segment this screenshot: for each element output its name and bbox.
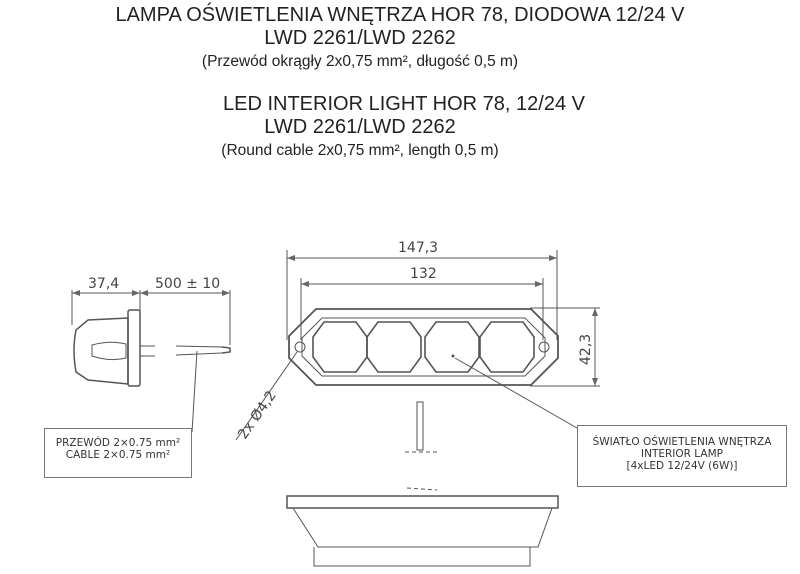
dim-holes: 2x Ø4,2 [235, 388, 280, 442]
led-segment [479, 321, 535, 373]
lamp-label-box: ŚWIATŁO OŚWIETLENIA WNĘTRZA INTERIOR LAM… [577, 425, 787, 487]
led-segment [366, 321, 422, 373]
cable-label-pl: PRZEWÓD 2×0.75 mm² [55, 437, 181, 449]
cable-label-box: PRZEWÓD 2×0.75 mm² CABLE 2×0.75 mm² [44, 428, 192, 478]
title-pl-line2: LWD 2261/LWD 2262 [264, 27, 456, 49]
bottom-view [286, 487, 559, 567]
title-en-line1: LED INTERIOR LIGHT HOR 78, 12/24 V [223, 93, 585, 115]
dim-hole-spacing: 132 [410, 266, 437, 282]
connector-pin [405, 401, 437, 453]
front-view: 147,3 132 42,3 2x Ø4,2 [235, 240, 600, 442]
title-pl-line1: LAMPA OŚWIETLENIA WNĘTRZA HOR 78, DIODOW… [115, 4, 685, 26]
lamp-label-en: INTERIOR LAMP [641, 448, 723, 460]
dim-cable-length: 500 ± 10 [155, 276, 220, 292]
dim-overall-width: 147,3 [398, 240, 438, 256]
cable-label-en: CABLE 2×0.75 mm² [65, 449, 171, 461]
lamp-label-spec: [4xLED 12/24V (6W)] [626, 460, 738, 472]
side-view: 37,4 500 ± 10 [71, 276, 231, 433]
lamp-label-pl: ŚWIATŁO OŚWIETLENIA WNĘTRZA [592, 436, 772, 448]
title-en-line2: LWD 2261/LWD 2262 [264, 116, 456, 138]
dim-height: 42,3 [578, 334, 594, 365]
dim-side-depth: 37,4 [88, 276, 119, 292]
led-segment [312, 321, 368, 373]
title-pl-line3: (Przewód okrągły 2x0,75 mm², długość 0,5… [201, 53, 519, 70]
title-en-line3: (Round cable 2x0,75 mm², length 0,5 m) [221, 142, 499, 159]
led-segment [424, 321, 480, 373]
